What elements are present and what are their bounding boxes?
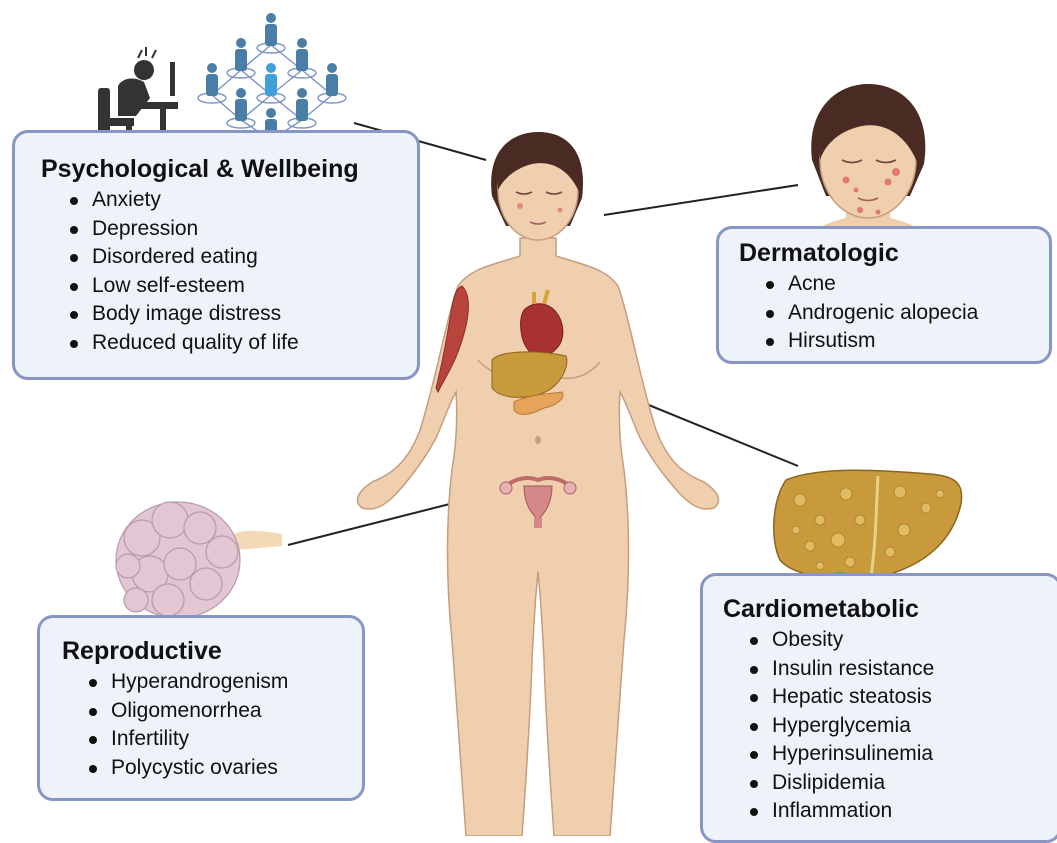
list-item: Hyperandrogenism: [84, 668, 362, 697]
ovary-illustration: [116, 502, 282, 618]
cardiometabolic-box: Cardiometabolic Obesity Insulin resistan…: [700, 573, 1057, 843]
psychological-title: Psychological & Wellbeing: [41, 154, 417, 184]
list-item: Polycystic ovaries: [84, 754, 362, 783]
list-item: Dislipidemia: [745, 769, 1057, 798]
cardiometabolic-list: Obesity Insulin resistance Hepatic steat…: [745, 626, 1057, 826]
list-item: Anxiety: [65, 186, 417, 215]
list-item: Insulin resistance: [745, 655, 1057, 684]
list-item: Depression: [65, 215, 417, 244]
list-item: Reduced quality of life: [65, 329, 417, 358]
reproductive-list: Hyperandrogenism Oligomenorrhea Infertil…: [84, 668, 362, 782]
list-item: Hepatic steatosis: [745, 683, 1057, 712]
dermatologic-title: Dermatologic: [739, 238, 1049, 268]
reproductive-box: Reproductive Hyperandrogenism Oligomenor…: [37, 615, 365, 801]
list-item: Infertility: [84, 725, 362, 754]
cardiometabolic-title: Cardiometabolic: [723, 594, 1057, 624]
psychological-list: Anxiety Depression Disordered eating Low…: [65, 186, 417, 357]
list-item: Inflammation: [745, 797, 1057, 826]
list-item: Hyperinsulinemia: [745, 740, 1057, 769]
list-item: Hyperglycemia: [745, 712, 1057, 741]
psychological-wellbeing-box: Psychological & Wellbeing Anxiety Depres…: [12, 130, 420, 380]
dermatologic-list: Acne Androgenic alopecia Hirsutism: [761, 270, 1049, 356]
navel: [535, 436, 541, 444]
social-network-people-icon: [198, 13, 346, 148]
acne-spot: [558, 208, 563, 213]
connector-derm: [604, 185, 798, 215]
list-item: Hirsutism: [761, 327, 1049, 356]
face-closeup-illustration: [800, 84, 936, 244]
list-item: Androgenic alopecia: [761, 299, 1049, 328]
list-item: Low self-esteem: [65, 272, 417, 301]
fatty-liver-illustration: [774, 470, 962, 584]
list-item: Oligomenorrhea: [84, 697, 362, 726]
reproductive-title: Reproductive: [62, 636, 362, 666]
acne-spot: [517, 203, 523, 209]
list-item: Disordered eating: [65, 243, 417, 272]
dermatologic-box: Dermatologic Acne Androgenic alopecia Hi…: [716, 226, 1052, 364]
list-item: Obesity: [745, 626, 1057, 655]
list-item: Acne: [761, 270, 1049, 299]
list-item: Body image distress: [65, 300, 417, 329]
stressed-person-at-desk-icon: [98, 47, 178, 141]
